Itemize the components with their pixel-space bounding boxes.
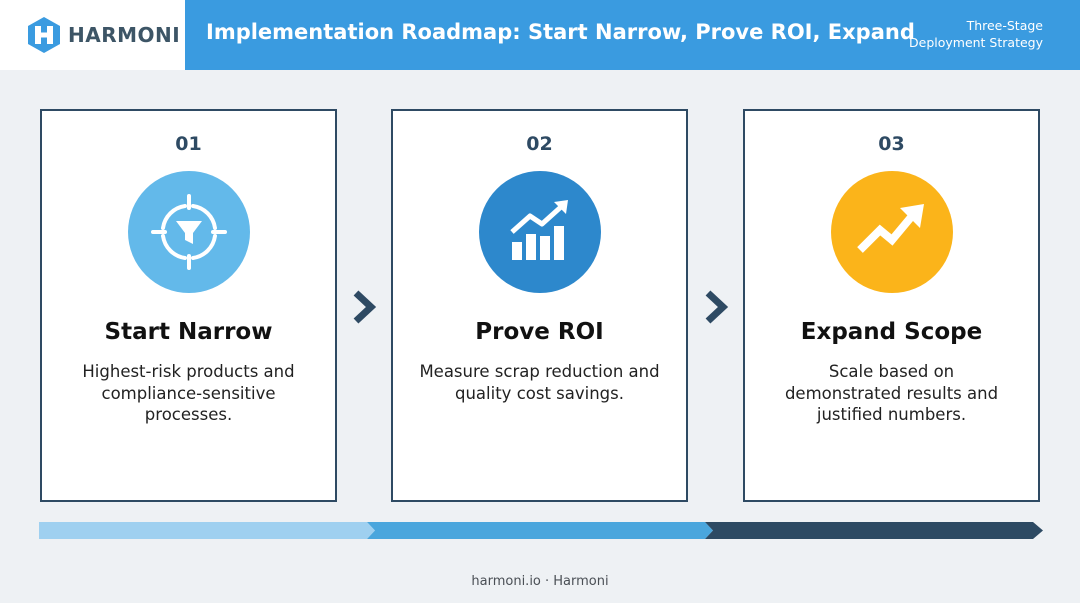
progress-bar bbox=[39, 522, 1043, 539]
footer-text[interactable]: harmoni.io · Harmoni bbox=[471, 574, 609, 589]
stage-title: Prove ROI bbox=[475, 319, 604, 345]
chevron-right-icon bbox=[705, 290, 729, 324]
bar-chart-growth-icon bbox=[509, 200, 568, 260]
stage-number: 01 bbox=[175, 133, 202, 155]
stage-description: Measure scrap reduction and quality cost… bbox=[419, 362, 660, 403]
stage-title: Expand Scope bbox=[800, 319, 983, 345]
stage-card-prove-roi: 02 Prove ROI Measure scrap reduction and… bbox=[391, 109, 688, 502]
stage-card-expand-scope: 03 Expand Scope Scale based on demonstra… bbox=[743, 109, 1040, 502]
stage-number: 03 bbox=[878, 133, 905, 155]
progress-segment-3 bbox=[705, 522, 1043, 539]
stage-description: Scale based on demonstrated results and … bbox=[784, 362, 999, 424]
harmoni-logo-icon bbox=[28, 17, 60, 53]
stage-card-start-narrow: 01 Start Narrow Highest-risk products an… bbox=[40, 109, 337, 502]
header-subtitle-line2: Deployment Strategy bbox=[909, 35, 1043, 50]
stage-icon-circle bbox=[127, 171, 250, 293]
header-subtitle: Three-Stage Deployment Strategy bbox=[843, 17, 1043, 51]
logo[interactable]: HARMONI bbox=[0, 0, 185, 70]
stage-icon-circle bbox=[830, 171, 953, 293]
progress-segment-2 bbox=[367, 522, 713, 539]
page-title: Implementation Roadmap: Start Narrow, Pr… bbox=[206, 20, 915, 44]
header-bar: HARMONI Implementation Roadmap: Start Na… bbox=[0, 0, 1080, 70]
stage-title: Start Narrow bbox=[104, 319, 273, 345]
stage-description: Highest-risk products and compliance-sen… bbox=[82, 362, 295, 424]
trend-up-arrow-icon bbox=[856, 204, 924, 253]
logo-text: HARMONI bbox=[68, 23, 181, 47]
progress-segment-1 bbox=[39, 522, 375, 539]
header-subtitle-line1: Three-Stage bbox=[966, 18, 1043, 33]
target-funnel-icon bbox=[150, 194, 227, 270]
stage-icon-circle bbox=[478, 171, 601, 293]
chevron-right-icon bbox=[353, 290, 377, 324]
stage-number: 02 bbox=[526, 133, 553, 155]
